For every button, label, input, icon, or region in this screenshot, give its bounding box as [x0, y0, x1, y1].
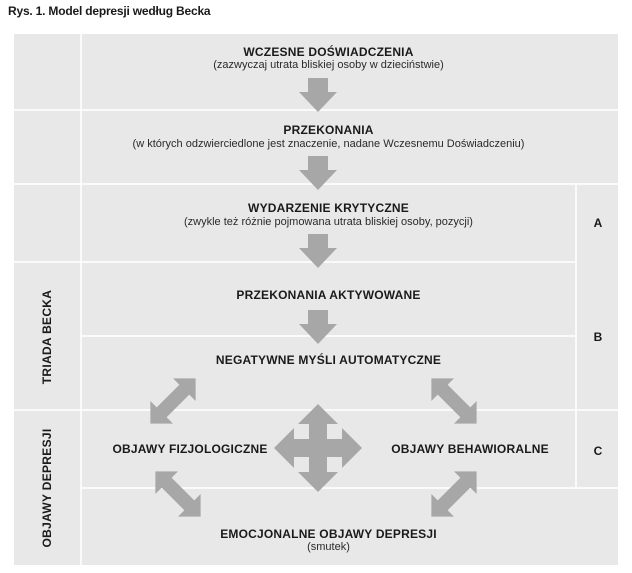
- early-experiences-title: WCZESNE DOŚWIADCZENIA: [243, 45, 414, 59]
- behavioral-symptoms-title: OBJAWY BEHAWIORALNE: [391, 442, 549, 456]
- negative-thoughts-title: NEGATYWNE MYŚLI AUTOMATYCZNE: [215, 353, 442, 367]
- emotional-symptoms-subtitle: (smutek): [307, 541, 350, 553]
- beck-triad-label: TRIADA BECKA: [40, 289, 54, 385]
- double-arrow-thoughts-physiological: [150, 378, 196, 424]
- down-arrow-2: [299, 156, 337, 190]
- critical-event-title: WYDARZENIE KRYTYCZNE: [248, 201, 409, 215]
- activated-beliefs-title: PRZEKONANIA AKTYWOWANE: [236, 288, 421, 302]
- down-arrow-4: [299, 310, 337, 344]
- down-arrow-3: [299, 234, 337, 268]
- beliefs-subtitle: (w których odzwierciedlone jest znaczeni…: [132, 138, 525, 150]
- double-arrow-thoughts-behavioral: [431, 378, 477, 424]
- label-a: A: [593, 216, 603, 230]
- critical-event-subtitle: (zwykle też różnie pojmowana utrata blis…: [184, 216, 473, 228]
- depression-symptoms-label: OBJAWY DEPRESJI: [40, 428, 54, 548]
- four-way-arrow: [274, 404, 362, 492]
- beliefs-title: PRZEKONANIA: [283, 123, 374, 137]
- down-arrow-1: [299, 78, 337, 112]
- early-experiences-subtitle: (zazwyczaj utrata bliskiej osoby w dziec…: [213, 59, 444, 71]
- physiological-symptoms-title: OBJAWY FIZJOLOGICZNE: [112, 442, 268, 456]
- label-b: B: [593, 330, 603, 344]
- emotional-symptoms-title: EMOCJONALNE OBJAWY DEPRESJI: [220, 527, 437, 541]
- figure-caption: Rys. 1. Model depresji według Becka: [8, 4, 211, 18]
- double-arrow-behavioral-emotional: [431, 471, 477, 517]
- double-arrow-physiological-emotional: [155, 471, 201, 517]
- label-c: C: [593, 444, 603, 458]
